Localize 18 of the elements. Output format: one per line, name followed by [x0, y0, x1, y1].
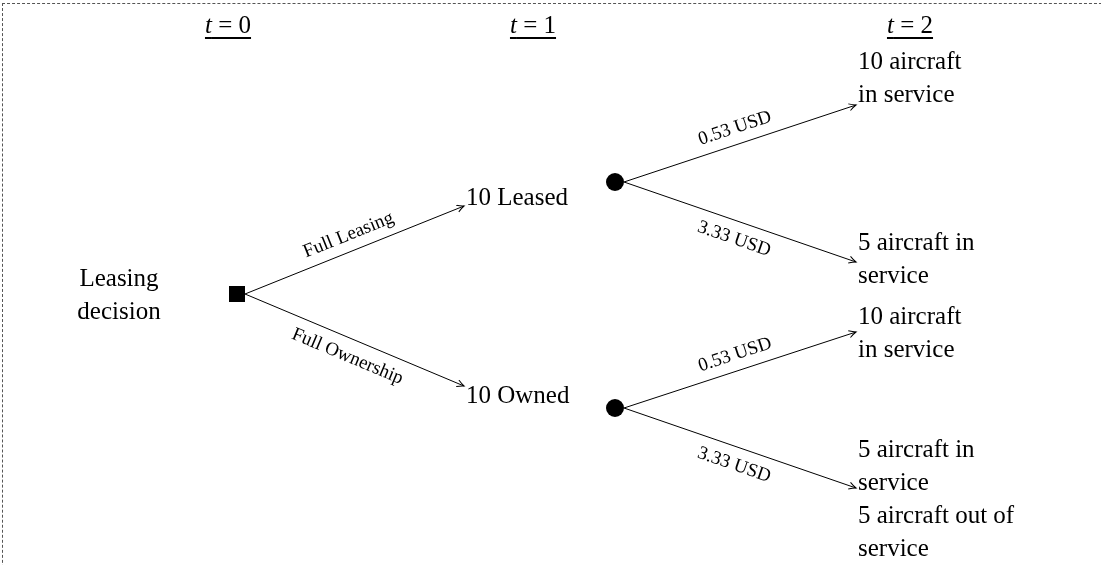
edge-label: 0.53 USD: [694, 330, 775, 377]
outcome-text: 10 Leased: [466, 180, 600, 214]
edge-label: 3.33 USD: [694, 440, 775, 488]
outcome-text: 5 aircraft in service 5 aircraft out of service: [858, 432, 1018, 562]
outcome-text: 10 Owned: [466, 378, 600, 412]
time-heading: t = 0: [204, 10, 252, 40]
time-heading: t = 1: [509, 10, 557, 40]
outcome-text: 5 aircraft in service: [858, 225, 978, 291]
outcome-text: 10 aircraft in service: [858, 299, 978, 365]
time-heading: t = 2: [886, 10, 934, 40]
chance-node: [606, 399, 624, 417]
edge-label: 3.33 USD: [694, 214, 775, 262]
node-caption: Leasing decision: [76, 263, 162, 326]
decision-node: [229, 286, 245, 302]
chance-node: [606, 173, 624, 191]
outcome-text: 10 aircraft in service: [858, 44, 978, 110]
edge-label: Full Leasing: [298, 205, 398, 263]
edge-label: 0.53 USD: [694, 104, 775, 151]
